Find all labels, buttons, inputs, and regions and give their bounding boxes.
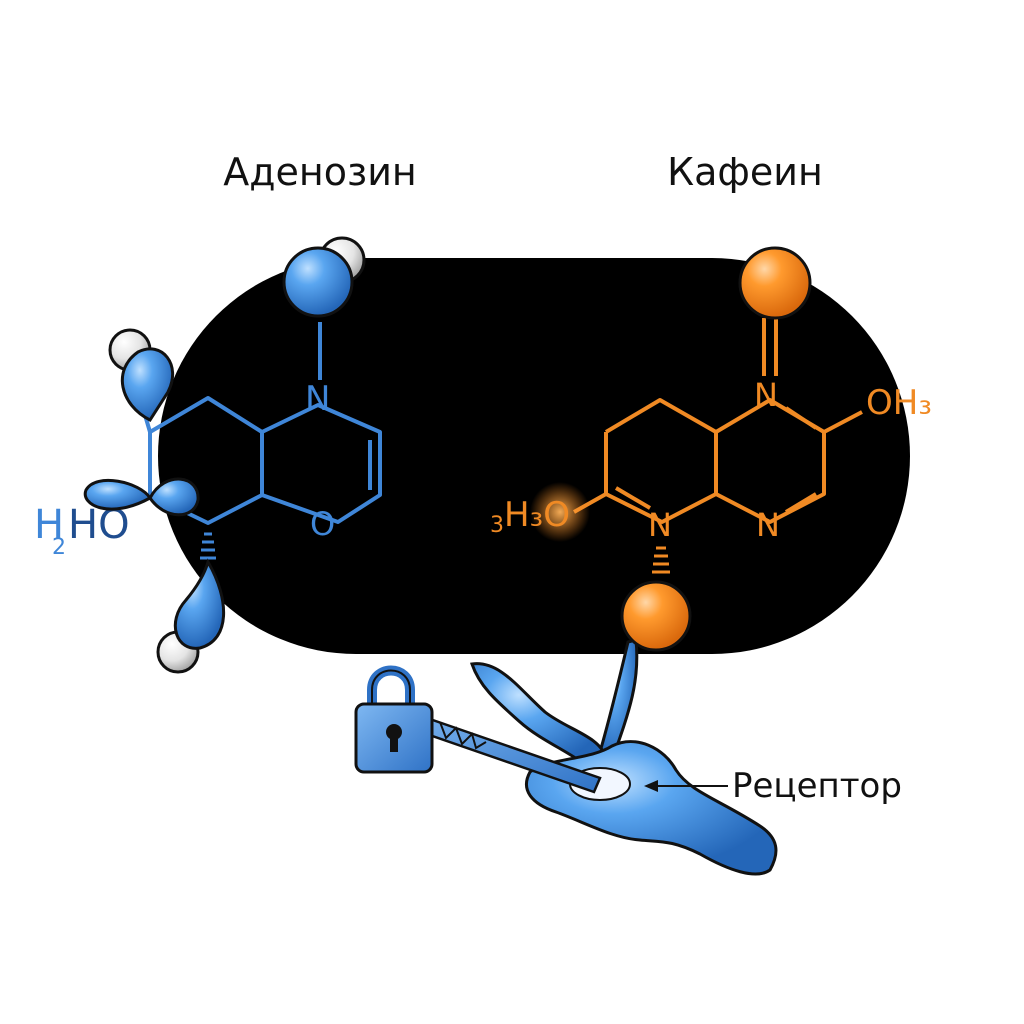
padlock-icon xyxy=(354,665,434,774)
adenosine-group-h: H xyxy=(34,502,64,548)
adenosine-upper-lobe xyxy=(120,347,175,422)
caffeine-top-atom xyxy=(738,246,812,320)
caffeine-group-right: OH₃ xyxy=(866,383,932,423)
receptor-arrow xyxy=(644,780,728,792)
caffeine-group-left-sub: 3 xyxy=(490,513,504,538)
adenosine-atom-n: N xyxy=(305,379,330,419)
caffeine-bound-atom xyxy=(620,580,692,652)
adenosine-top-atom xyxy=(282,246,354,318)
caffeine-group-left: H₃O xyxy=(504,495,570,535)
caffeine-atom-n-bottom-left: N xyxy=(648,506,672,544)
caffeine-atom-n-bottom-right: N xyxy=(756,506,780,544)
adenosine-bottom-lobe xyxy=(173,558,226,650)
caffeine-double-bond-bottom xyxy=(784,492,818,514)
caffeine-right-ring xyxy=(714,398,826,524)
adenosine-hashed-wedge xyxy=(200,532,216,560)
adenosine-spheres xyxy=(83,236,366,674)
caffeine-glow xyxy=(530,482,590,542)
receptor-protein xyxy=(524,740,778,876)
caffeine-atom-n-top: N xyxy=(754,376,778,414)
caffeine-title: Кафеин xyxy=(667,150,823,194)
caffeine-double-bond-top xyxy=(784,406,818,430)
caffeine-hashed-wedge xyxy=(652,546,670,574)
adenosine-atom-o: O xyxy=(310,505,335,543)
black-capsule xyxy=(158,258,910,654)
adenosine-right-ring xyxy=(261,403,382,524)
caffeine-double-bond-left xyxy=(614,486,652,510)
receptor-label: Рецептор xyxy=(732,766,902,806)
adenosine-group-sub: 2 xyxy=(52,535,66,560)
caffeine-structure xyxy=(573,318,863,524)
adenosine-left-lobe xyxy=(83,478,153,511)
caffeine-bond-right-group xyxy=(823,410,863,434)
adenosine-title: Аденозин xyxy=(223,150,417,194)
adenosine-mid-lobe xyxy=(148,477,200,517)
